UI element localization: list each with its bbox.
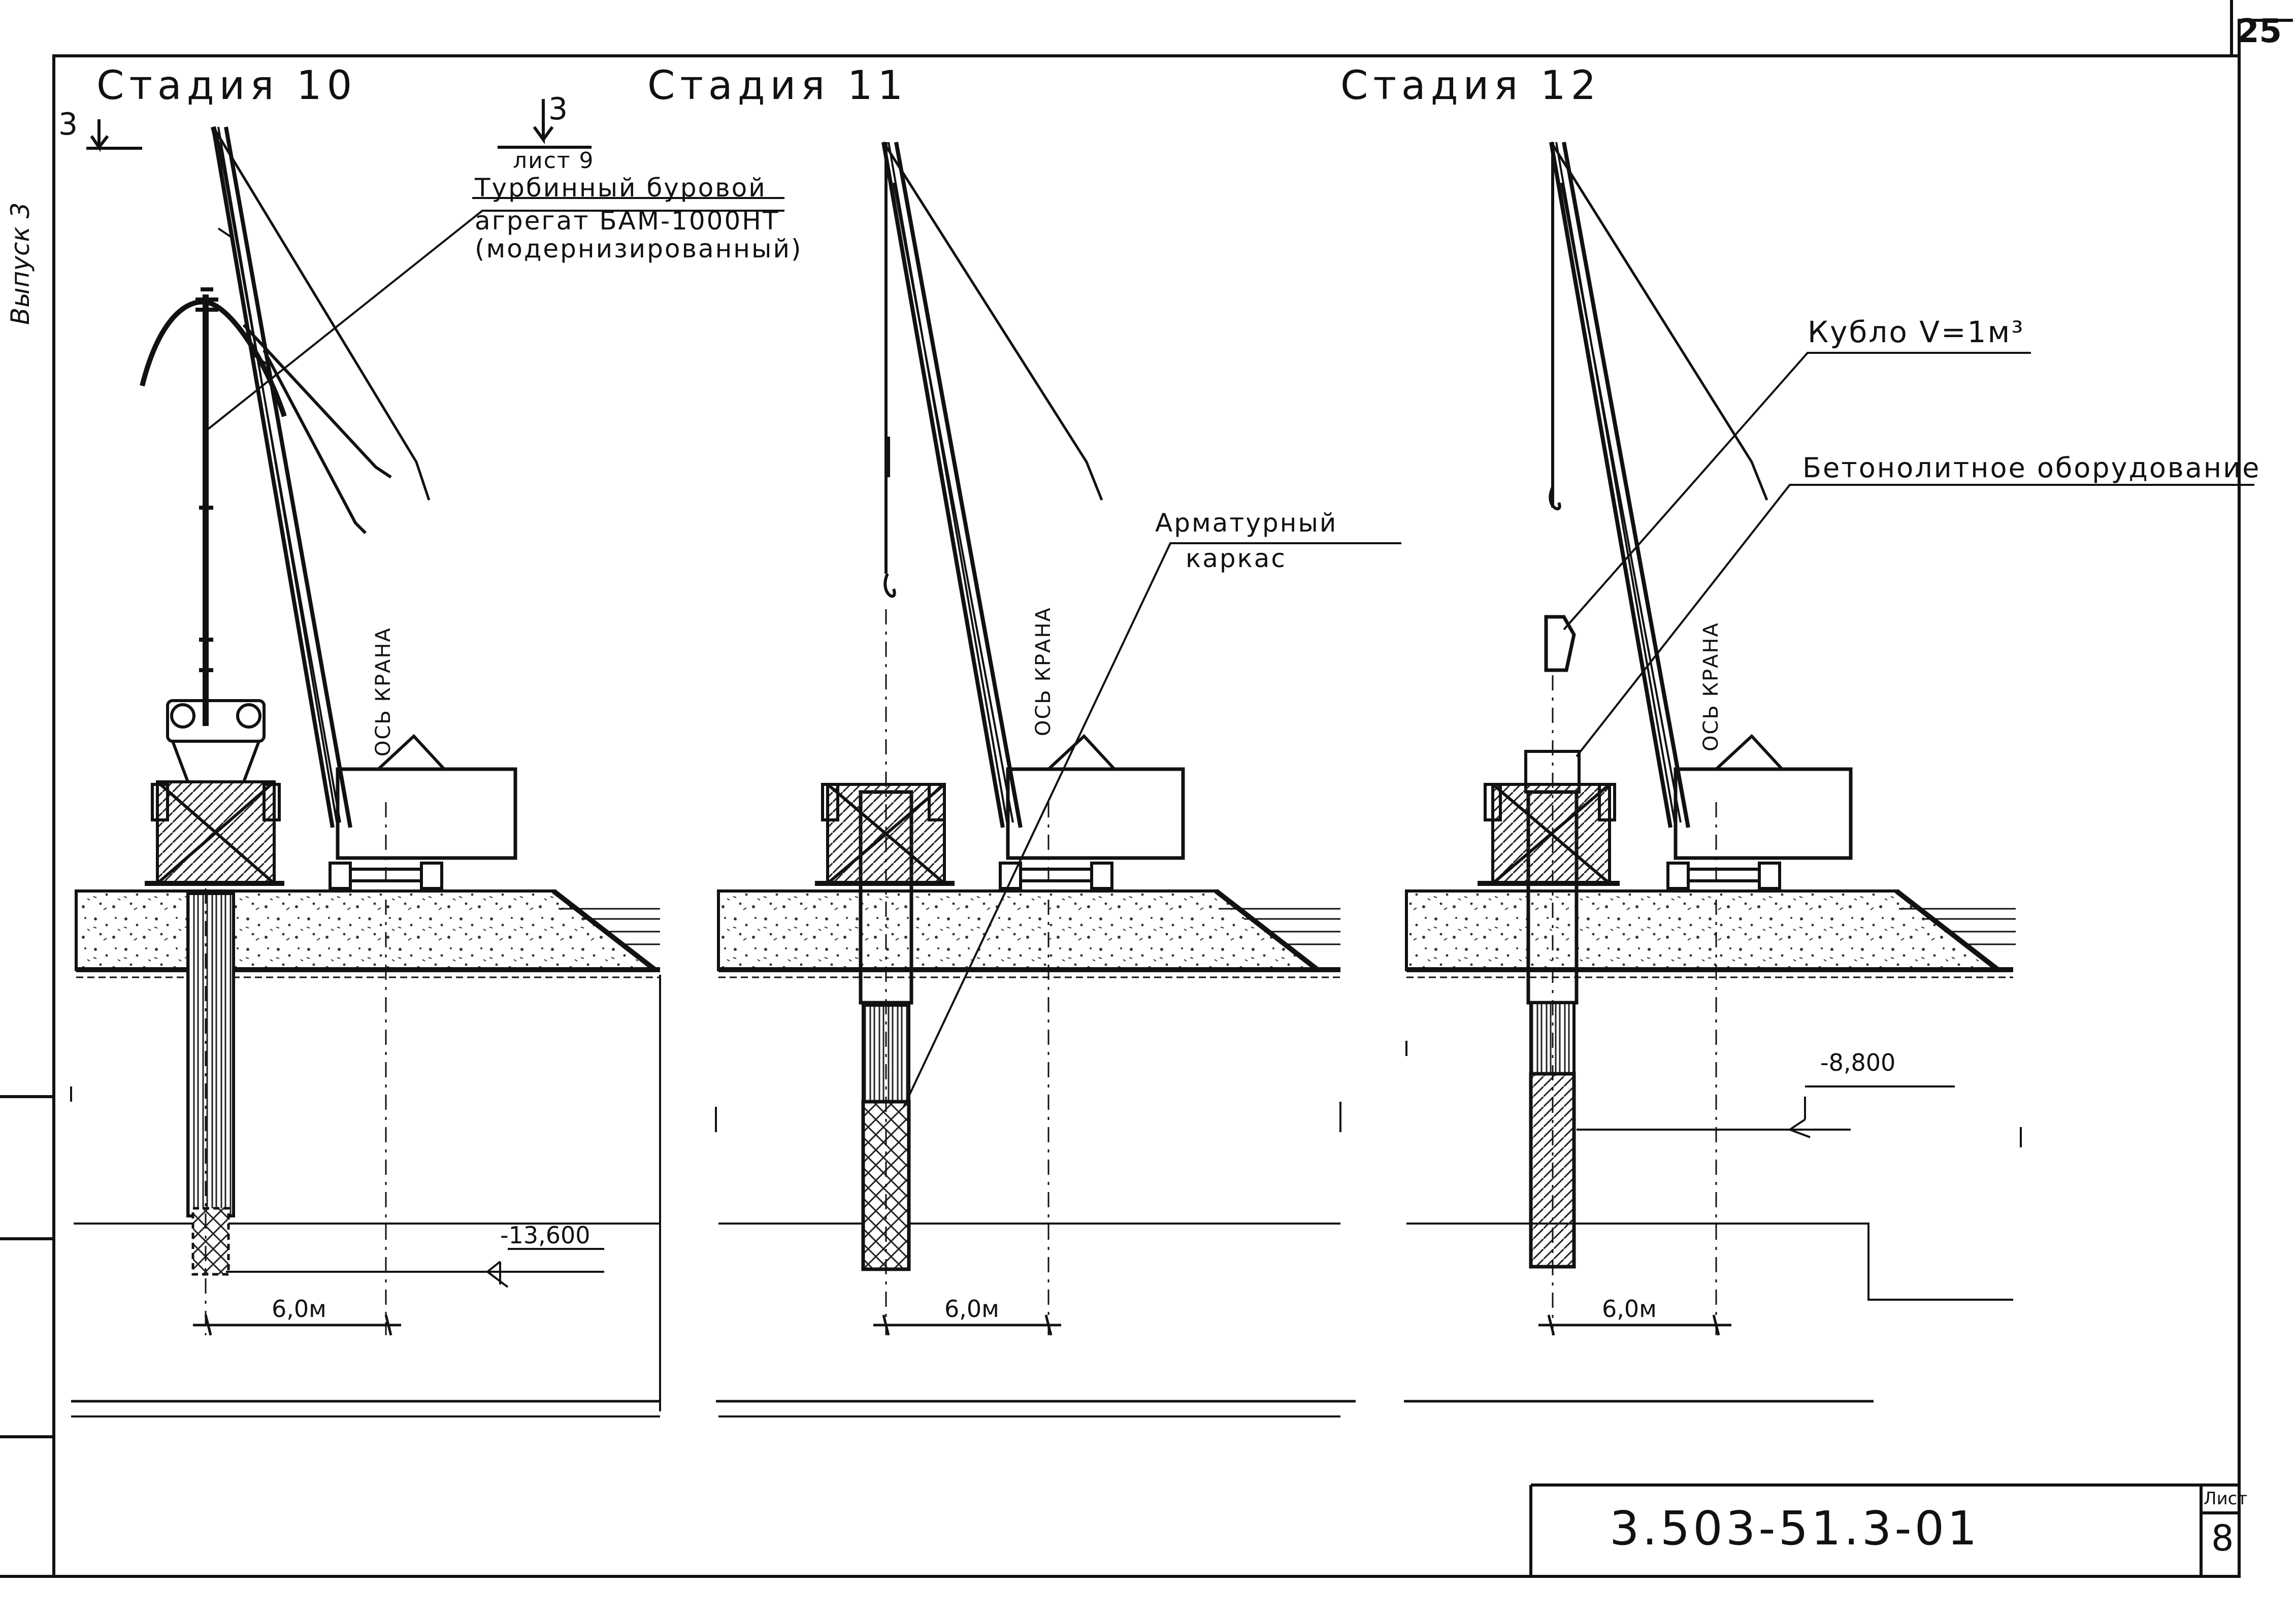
stage-12-title: Стадия 12	[1340, 63, 1601, 109]
stage-12-dimension: 6,0м	[1602, 1295, 1657, 1323]
issue-label: Выпуск 3	[6, 202, 35, 325]
sheet-frame	[0, 0, 2293, 1578]
concrete-bucket	[1544, 615, 1576, 672]
stage-10-section-ref-sheet: лист 9	[513, 148, 595, 174]
stage-12-axis-label: ОСЬ КРАНА	[1699, 622, 1723, 751]
crane-body	[336, 767, 517, 860]
stage-10-level: -13,600	[500, 1222, 591, 1249]
crane-boom	[1549, 142, 1690, 828]
crane-body	[1674, 767, 1853, 860]
stage-12-callout-bucket: Кубло V=1м³	[1808, 315, 2025, 349]
stage-10-title: Стадия 10	[96, 63, 357, 109]
stage-10-dimension: 6,0м	[272, 1295, 326, 1323]
stage-10-callout-line-2: агрегат БАМ-1000НТ	[475, 206, 780, 236]
stage-12-callout-equipment: Бетонолитное оборудование	[1802, 452, 2261, 484]
sheet-label: Лист	[2204, 1489, 2248, 1509]
stage-12-level: -8,800	[1820, 1049, 1896, 1076]
stage-11-callout-line-1: Арматурный	[1155, 508, 1338, 538]
water	[559, 908, 660, 945]
stage-10-callout-line-1: Турбинный буровой	[475, 173, 767, 203]
crane-boom	[211, 126, 352, 828]
stage-10-drawing	[70, 99, 784, 1417]
stage-11-drawing	[715, 141, 1401, 1417]
page-number: 25	[2237, 13, 2282, 50]
stage-10-section-ref-number: 3	[548, 91, 570, 127]
stage-10-axis-label: ОСЬ КРАНА	[372, 627, 395, 756]
stage-11-callout-line-2: каркас	[1186, 544, 1287, 573]
stage-11-title: Стадия 11	[647, 63, 908, 109]
stage-12-drawing	[1404, 141, 2254, 1403]
crane-boom	[881, 142, 1023, 828]
stage-10-callout-line-3: (модернизированный)	[475, 234, 803, 263]
borehole-casing	[186, 892, 235, 1217]
crane-body	[1006, 767, 1185, 860]
stage-11-dimension: 6,0м	[944, 1295, 999, 1323]
drawing-code: 3.503-51.3-01	[1610, 1501, 1980, 1556]
stage-10-section-mark: 3	[58, 107, 80, 142]
sheet-number: 8	[2211, 1517, 2234, 1559]
stage-11-axis-label: ОСЬ КРАНА	[1032, 607, 1055, 736]
